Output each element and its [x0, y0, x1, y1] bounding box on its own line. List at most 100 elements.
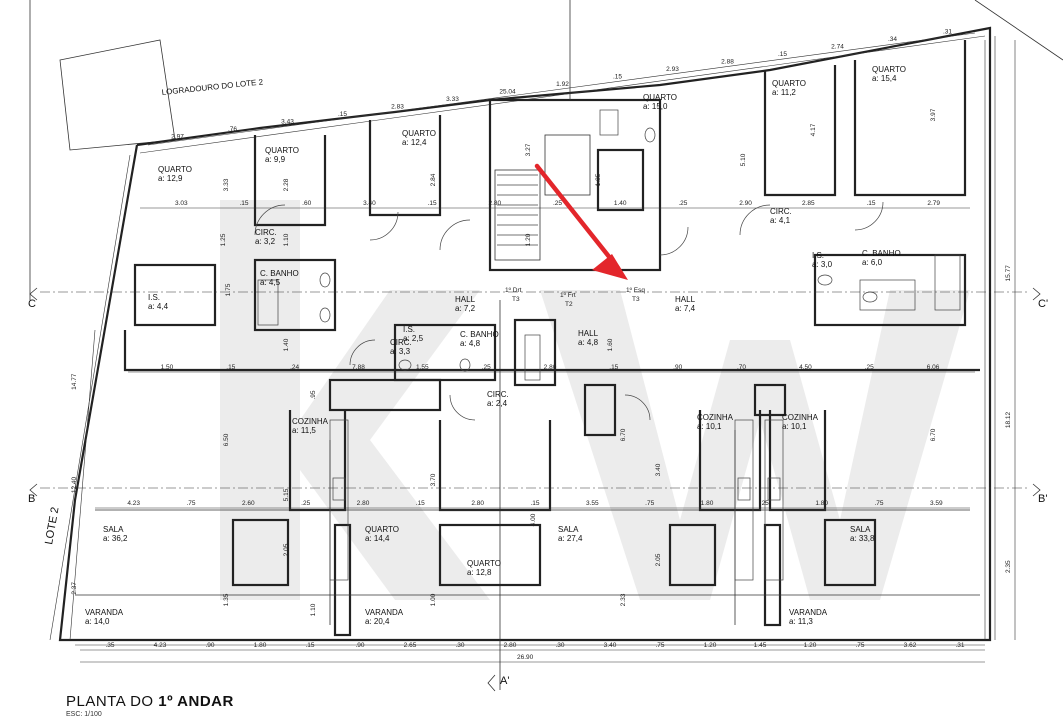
room-area-cbanho-6-0: a: 6,0	[862, 258, 883, 267]
room-label-quarto-15-4: QUARTO	[872, 65, 906, 74]
room-area-sala-36-2: a: 36,2	[103, 534, 128, 543]
dim-vert-17: 3.70	[430, 473, 437, 486]
dim-row1-2: .60	[302, 200, 311, 207]
room-label-circ-3-2: CIRC.	[255, 228, 277, 237]
dim-bottom-11: .75	[655, 642, 664, 649]
dim-bottom-7: .30	[455, 642, 464, 649]
unit-t3-right-type: T3	[632, 296, 640, 303]
dim-row3-3: .25	[301, 500, 310, 507]
dim-bottom-15: .75	[855, 642, 864, 649]
dim-row3-2: 2.60	[242, 500, 255, 507]
room-area-cbanho-4-8: a: 4,8	[460, 339, 481, 348]
dim-right-1: 18.12	[1005, 411, 1012, 428]
dim-vert-12: 5.10	[740, 153, 747, 166]
dimension-lines	[69, 32, 1016, 663]
dim-row3-4: 2.80	[357, 500, 370, 507]
dim-row3-7: .15	[530, 500, 539, 507]
dim-vert-25: 1.10	[310, 603, 317, 616]
unit-t2-name: 1º Frt	[560, 292, 576, 299]
dim-vert-1: 2.28	[283, 178, 290, 191]
room-area-is-2-5: a: 2,5	[403, 334, 424, 343]
dim-vert-19: 6.70	[620, 428, 627, 441]
room-label-hall-7-2: HALL	[455, 295, 476, 304]
dim-top-2: 3.43	[281, 118, 294, 125]
room-label-ls-4-4: I.S.	[148, 293, 160, 302]
room-label-varanda-11-3: VARANDA	[789, 608, 828, 617]
room-area-ls-4-4: a: 4,4	[148, 302, 169, 311]
dim-bottom-4: .15	[305, 642, 314, 649]
dim-row2-11: .25	[865, 364, 874, 371]
room-label-varanda-14-0: VARANDA	[85, 608, 124, 617]
dim-row2-0: 1.50	[161, 364, 174, 371]
dim-vert-7: .95	[310, 390, 317, 399]
dimension-total: 26.90	[517, 654, 534, 661]
dim-vert-9: 1.60	[607, 338, 614, 351]
unit-t2-type: T2	[565, 301, 573, 308]
dim-row2-1: .15	[226, 364, 235, 371]
dim-row3-11: .25	[760, 500, 769, 507]
room-area-is-3-0: a: 3,0	[812, 260, 833, 269]
dim-row2-9: .70	[737, 364, 746, 371]
dim-bottom-17: .31	[955, 642, 964, 649]
red-arrow-annotation	[534, 163, 628, 280]
room-label-sala-33-8: SALA	[850, 525, 871, 534]
dim-left-0: 14.77	[71, 373, 78, 390]
room-area-hall-7-2: a: 7,2	[455, 304, 476, 313]
room-label-quarto-15-0: QUARTO	[643, 93, 677, 102]
dim-top-1: .76	[228, 126, 237, 133]
dim-row2-10: 4.50	[799, 364, 812, 371]
room-label-circ-4-1: CIRC.	[770, 207, 792, 216]
dim-row1-11: .15	[866, 200, 875, 207]
room-area-quarto-15-0: a: 15,0	[643, 102, 668, 111]
room-area-circ-2-4: a: 2,4	[487, 399, 508, 408]
dim-top-7: 1.92	[556, 81, 569, 88]
room-label-cozinha-10-1b: COZINHA	[782, 413, 819, 422]
dim-vert-2: 2.84	[430, 173, 437, 186]
axis-a-prime: A'	[500, 675, 509, 687]
dim-vert-5: 1.10	[283, 233, 290, 246]
stair-core	[488, 0, 662, 690]
dim-bottom-6: 2.65	[404, 642, 417, 649]
room-label-quarto-12-8: QUARTO	[467, 559, 501, 568]
dim-row3-6: 2.80	[471, 500, 484, 507]
bathroom-fixtures	[257, 109, 961, 381]
dim-bottom-1: 4.23	[154, 642, 167, 649]
dim-vert-0: 3.33	[223, 178, 230, 191]
dim-vert-16: 5.15	[283, 488, 290, 501]
room-area-varanda-11-3: a: 11,3	[789, 617, 813, 626]
plan-title: PLANTA DO 1º ANDAR	[66, 693, 234, 710]
dim-row1-4: .15	[428, 200, 437, 207]
dim-bottom-13: 1.45	[754, 642, 767, 649]
dim-row1-12: 2.79	[927, 200, 940, 207]
dim-row2-4: 1.55	[416, 364, 429, 371]
plan-title-floor: 1º ANDAR	[158, 693, 234, 710]
dim-row1-0: 3.03	[175, 200, 188, 207]
dim-vert-3: 1.25	[220, 233, 227, 246]
room-area-hall-4-8: a: 4,8	[578, 338, 599, 347]
section-lines	[29, 287, 1041, 692]
dim-bottom-3: 1.80	[254, 642, 267, 649]
unit-t3-left-type: T3	[512, 296, 520, 303]
site-boundary	[29, 0, 1063, 646]
room-label-cbanho-6-0: C. BANHO	[862, 249, 901, 258]
dim-row2-2: .24	[290, 364, 299, 371]
dim-left-1: 12.40	[71, 476, 78, 493]
neighbor-top-label: LOGRADOURO DO LOTE 2	[161, 77, 264, 97]
room-label-quarto-12-9: QUARTO	[158, 165, 192, 174]
room-area-circ-3-2: a: 3,2	[255, 237, 276, 246]
dim-vert-13: 4.17	[810, 123, 817, 136]
dim-row1-1: .15	[239, 200, 248, 207]
dim-row1-8: .25	[678, 200, 687, 207]
room-area-sala-27-4: a: 27,4	[558, 534, 583, 543]
dim-top-10: 2.88	[721, 59, 734, 66]
dim-vert-14: 3.97	[930, 108, 937, 121]
title-block: PLANTA DO 1º ANDAR ESC: 1/100	[66, 693, 234, 718]
room-label-hall-7-4: HALL	[675, 295, 696, 304]
dim-vert-8: 3.27	[525, 143, 532, 156]
axis-c-left: C	[28, 298, 36, 310]
plan-title-prefix: PLANTA DO	[66, 693, 159, 710]
dim-vert-15: 6.50	[223, 433, 230, 446]
